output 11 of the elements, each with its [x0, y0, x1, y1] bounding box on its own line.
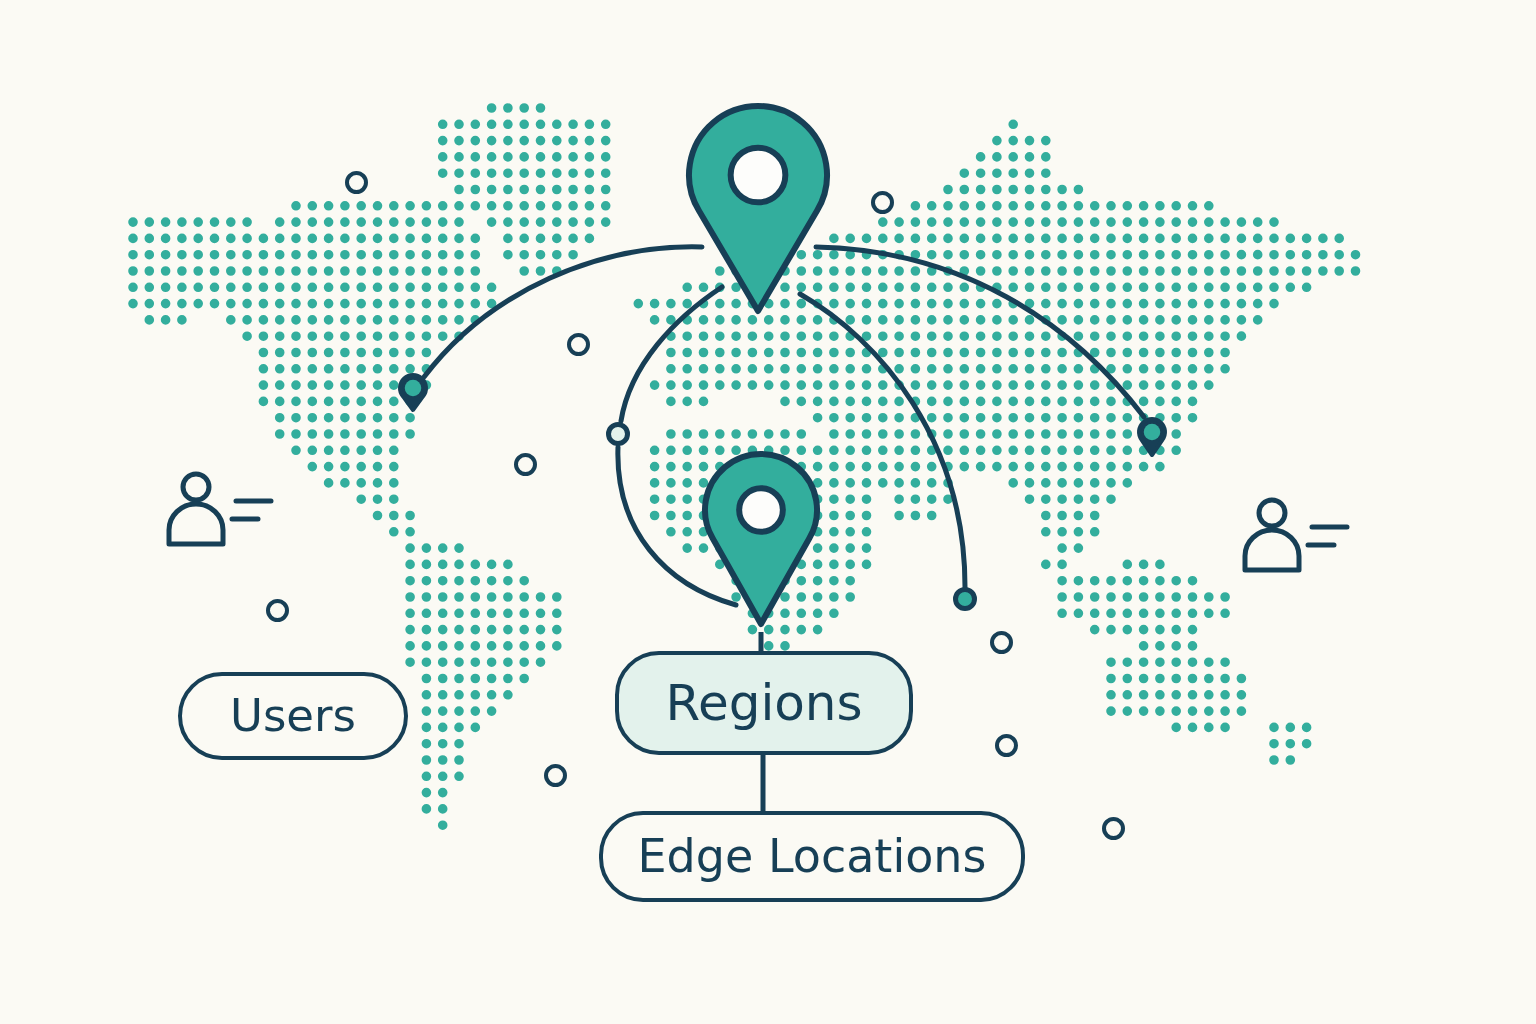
- pill-label: Regions: [615, 651, 913, 755]
- ring-icon: [953, 587, 977, 611]
- curved-connector: [797, 291, 968, 590]
- curved-connector: [615, 444, 739, 608]
- connector-line: [760, 755, 766, 811]
- ring-icon: [606, 422, 630, 446]
- pill-label: Users: [178, 672, 408, 760]
- connector-line: [758, 632, 764, 651]
- curved-connector: [618, 284, 725, 424]
- pill-label: Edge Locations: [599, 811, 1025, 902]
- curved-connector: [421, 244, 705, 380]
